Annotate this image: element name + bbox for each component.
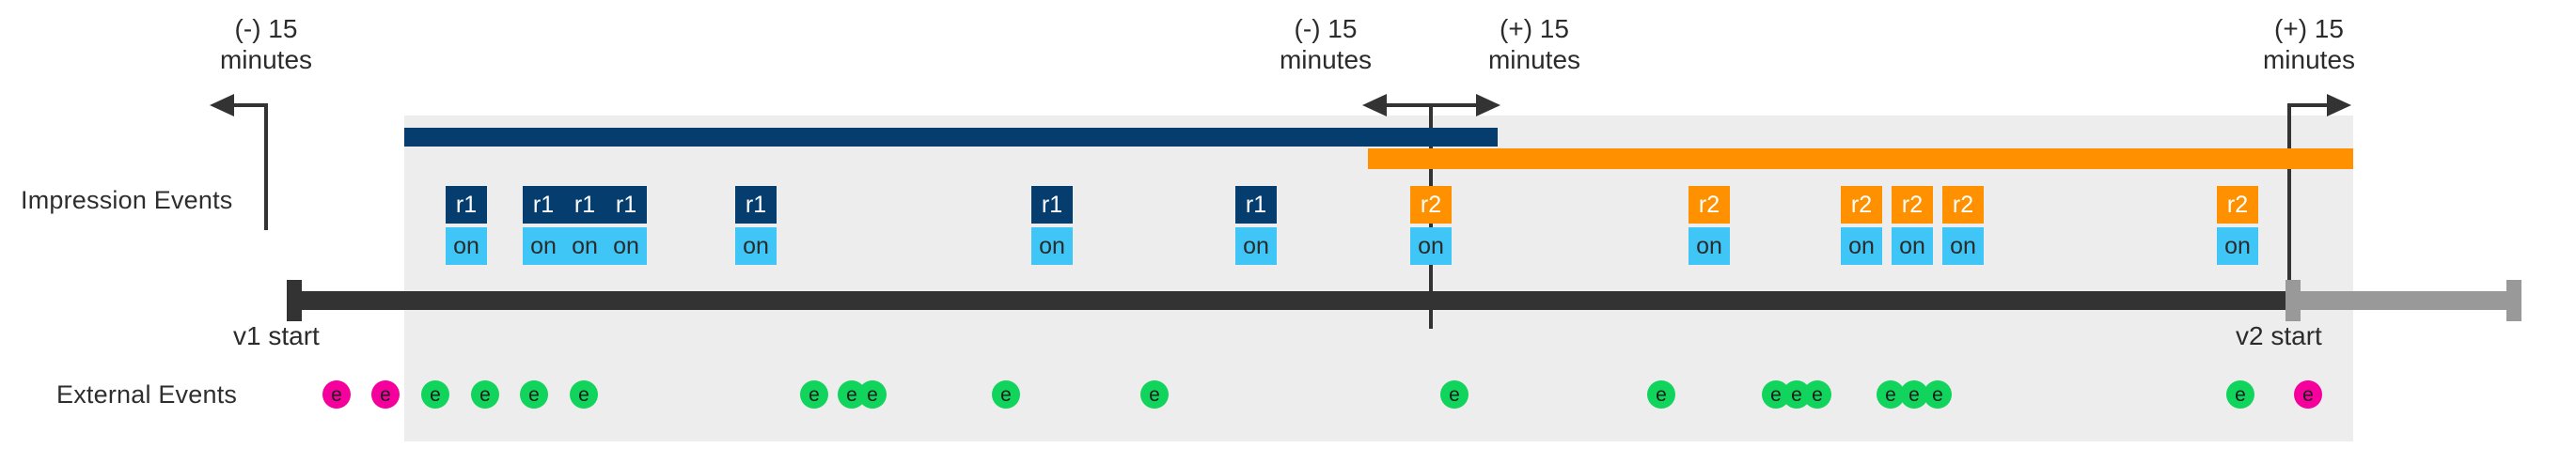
impression-release-chip: r1: [605, 186, 647, 224]
external-event-dot: e: [992, 380, 1020, 409]
v2-start-label: v2 start: [2236, 321, 2322, 350]
external-events-label: External Events: [56, 380, 238, 409]
impression-state-chip: on: [1689, 227, 1730, 265]
impression-release-chip: r2: [2217, 186, 2258, 224]
impression-state-chip: on: [564, 227, 605, 265]
external-event-dot: e: [322, 380, 351, 409]
callout-left-minus-arrow-body: [234, 103, 268, 107]
attribution-window-band: [404, 116, 2353, 441]
external-event-dot: e: [1647, 380, 1675, 409]
impression-release-chip: r2: [1942, 186, 1984, 224]
external-event-dot: e: [1440, 380, 1469, 409]
v2-timeline-segment: [2285, 291, 2521, 310]
external-event-dot: e: [1924, 380, 1952, 409]
impression-release-chip: r1: [1031, 186, 1073, 224]
impression-state-chip: on: [605, 227, 647, 265]
impression-state-chip: on: [446, 227, 487, 265]
external-event-dot: e: [421, 380, 449, 409]
impression-state-chip: on: [523, 227, 564, 265]
callout-left-minus-line1: (-) 15: [234, 14, 298, 43]
callout-mid-minus-line1: (-) 15: [1294, 14, 1358, 43]
impression-state-chip: on: [1942, 227, 1984, 265]
external-event-dot: e: [520, 380, 548, 409]
impression-release-chip: r2: [1841, 186, 1882, 224]
callout-mid-plus-line2: minutes: [1487, 45, 1581, 74]
timeline-end-cap: [2506, 280, 2521, 321]
external-event-dot: e: [2226, 380, 2254, 409]
callout-left-minus-connector: [264, 103, 268, 230]
impression-state-chip: on: [1841, 227, 1882, 265]
external-event-dot: e: [1803, 380, 1831, 409]
impression-release-chip: r2: [1689, 186, 1730, 224]
callout-right-plus-line2: minutes: [2262, 45, 2356, 74]
external-event-dot: e: [2294, 380, 2322, 409]
impression-release-chip: r2: [1410, 186, 1452, 224]
v1-attribution-window-bar: [404, 128, 1498, 147]
callout-right-plus-text: (+) 15 minutes: [2215, 13, 2403, 75]
impression-release-chip: r2: [1892, 186, 1933, 224]
impression-events-label: Impression Events: [21, 186, 233, 214]
external-event-dot: e: [800, 380, 828, 409]
callout-mid-arrow-head-left: [1362, 94, 1387, 116]
external-event-dot: e: [471, 380, 499, 409]
impression-state-chip: on: [2217, 227, 2258, 265]
v1-start-label: v1 start: [233, 321, 320, 350]
callout-right-plus-line1: (+) 15: [2274, 14, 2344, 43]
v2-attribution-window-bar: [1368, 148, 2353, 169]
impression-state-chip: on: [1892, 227, 1933, 265]
v1-timeline-segment: [287, 291, 2289, 310]
impression-state-chip: on: [1031, 227, 1073, 265]
impression-release-chip: r1: [523, 186, 564, 224]
impression-release-chip: r1: [446, 186, 487, 224]
external-event-dot: e: [858, 380, 887, 409]
callout-mid-plus-text: (+) 15 minutes: [1440, 13, 1628, 75]
callout-mid-arrow-head-right: [1476, 94, 1500, 116]
impression-state-chip: on: [1235, 227, 1277, 265]
impression-state-chip: on: [735, 227, 777, 265]
impression-release-chip: r1: [1235, 186, 1277, 224]
impression-state-chip: on: [1410, 227, 1452, 265]
callout-right-plus-arrow-head: [2327, 94, 2351, 116]
callout-mid-plus-line1: (+) 15: [1500, 14, 1569, 43]
external-event-dot: e: [570, 380, 598, 409]
external-event-dot: e: [1140, 380, 1169, 409]
callout-right-plus-connector: [2287, 103, 2291, 301]
callout-mid-minus-text: (-) 15 minutes: [1232, 13, 1420, 75]
callout-left-minus-arrow-head: [210, 94, 234, 116]
callout-left-minus-line2: minutes: [219, 45, 313, 74]
impression-release-chip: r1: [735, 186, 777, 224]
impression-release-chip: r1: [564, 186, 605, 224]
external-event-dot: e: [371, 380, 400, 409]
callout-right-plus-arrow-body: [2289, 103, 2327, 107]
callout-left-minus-text: (-) 15 minutes: [172, 13, 360, 75]
callout-mid-minus-line2: minutes: [1279, 45, 1373, 74]
